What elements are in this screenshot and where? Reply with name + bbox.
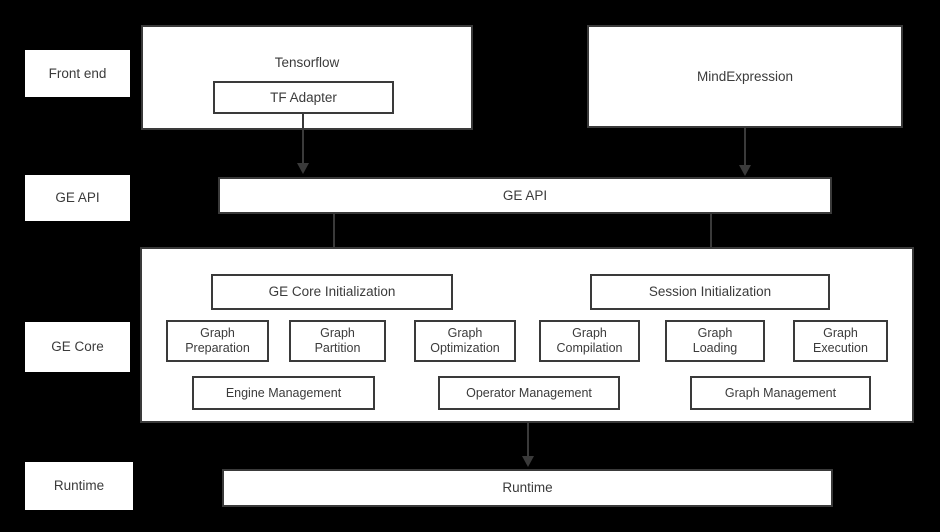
module-graph-optimization[interactable]: Graph Optimization xyxy=(414,320,516,362)
module-graph-loading[interactable]: Graph Loading xyxy=(665,320,765,362)
session-initialization-box[interactable]: Session Initialization xyxy=(590,274,830,310)
ge-api-bar[interactable]: GE API xyxy=(218,177,832,214)
stage-label-front-end: Front end xyxy=(25,50,130,97)
connector-ge-core-to-runtime xyxy=(527,423,529,458)
management-graph[interactable]: Graph Management xyxy=(690,376,871,410)
management-engine[interactable]: Engine Management xyxy=(192,376,375,410)
module-graph-execution[interactable]: Graph Execution xyxy=(793,320,888,362)
module-graph-partition[interactable]: Graph Partition xyxy=(289,320,386,362)
connector-mindexpression-to-ge-api xyxy=(744,128,746,168)
stage-label-runtime: Runtime xyxy=(25,462,133,510)
tf-adapter-box[interactable]: TF Adapter xyxy=(213,81,394,114)
arrowhead-mindexpression-to-ge-api xyxy=(739,165,751,176)
arrowhead-ge-core-to-runtime xyxy=(522,456,534,467)
ge-core-initialization-box[interactable]: GE Core Initialization xyxy=(211,274,453,310)
frontend-mindexpression-frame[interactable]: MindExpression xyxy=(587,25,903,128)
tensorflow-label: Tensorflow xyxy=(274,55,340,70)
module-graph-preparation[interactable]: Graph Preparation xyxy=(166,320,269,362)
frontend-tensorflow-frame[interactable]: Tensorflow xyxy=(141,25,473,130)
module-graph-compilation[interactable]: Graph Compilation xyxy=(539,320,640,362)
stage-label-ge-api: GE API xyxy=(25,175,130,221)
connector-ge-api-to-session-init xyxy=(710,213,712,261)
stage-label-ge-core: GE Core xyxy=(25,322,130,372)
runtime-bar[interactable]: Runtime xyxy=(222,469,833,507)
connector-tf-adapter-to-ge-api xyxy=(302,113,304,165)
arrowhead-tf-adapter-to-ge-api xyxy=(297,163,309,174)
management-operator[interactable]: Operator Management xyxy=(438,376,620,410)
connector-ge-api-to-ge-core-init xyxy=(333,213,335,261)
